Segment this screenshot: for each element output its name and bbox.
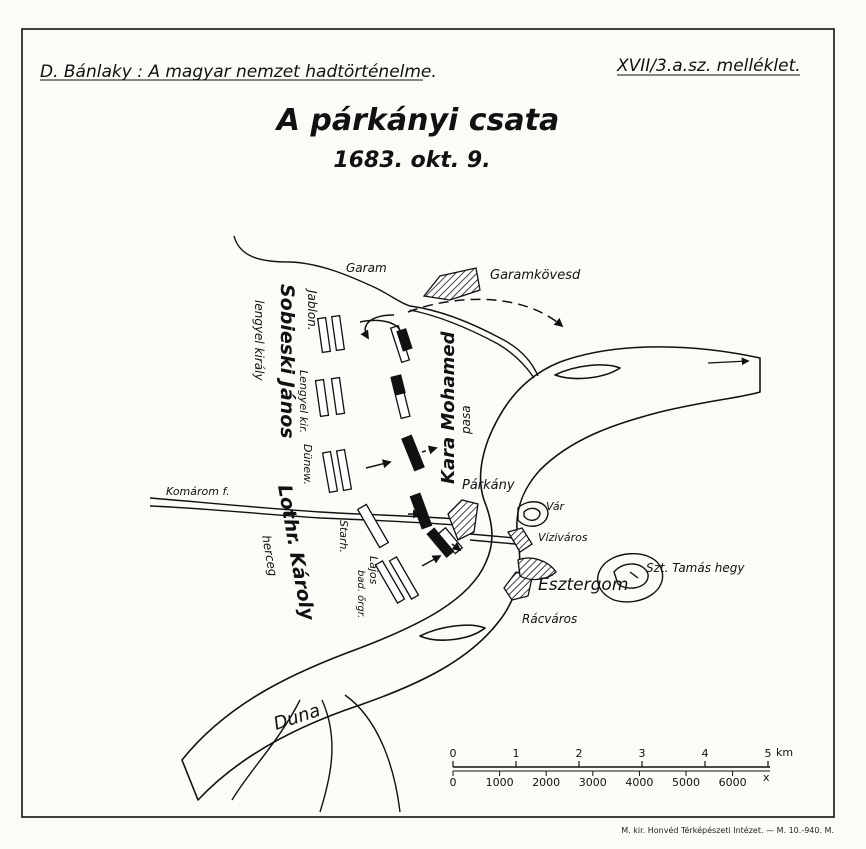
szt-tamas-summit <box>629 571 639 579</box>
map-date: 1683. okt. 9. <box>333 148 490 173</box>
lengyel-kir-label: Lengyel kir. <box>297 370 310 433</box>
garam-bank <box>409 309 535 379</box>
starh-label: Starh. <box>337 520 350 553</box>
pace-tick-label: 6000 <box>719 776 747 789</box>
szt-tamas-hill-inner <box>613 563 649 589</box>
pace-tick-label: 3000 <box>579 776 607 789</box>
km-tick-label: 2 <box>576 747 583 760</box>
pace-tick-label: 0 <box>450 776 457 789</box>
km-tick-label: 1 <box>513 747 520 760</box>
vizivaros-settlement <box>507 527 533 553</box>
szt-tamas-hill <box>596 553 664 603</box>
kara-sub-label: pasa <box>459 405 473 435</box>
dunew-label: Dünew. <box>301 444 314 485</box>
pace-unit: x <box>763 771 770 784</box>
komarom-label: Komárom f. <box>166 485 230 498</box>
var-hill <box>517 501 549 527</box>
esztergom-settlement <box>517 557 557 581</box>
km-unit: km <box>776 746 793 759</box>
pace-tick-label: 2000 <box>532 776 560 789</box>
var-hill-inner <box>523 507 541 521</box>
garamkovesd-label: Garamkövesd <box>490 268 581 283</box>
lothr-sub-label: herceg <box>259 534 280 578</box>
garam-river <box>233 235 539 377</box>
sobieski-sub-label: lengyel király <box>252 300 266 381</box>
pace-tick-label: 1000 <box>486 776 514 789</box>
km-tick-label: 0 <box>450 747 457 760</box>
garam-label: Garam <box>346 261 387 275</box>
lajos-sub-label: bad. őrgr. <box>355 570 367 618</box>
duna-branch <box>319 699 333 813</box>
kara-label: Kara Mohamed <box>438 330 459 484</box>
island <box>419 624 486 641</box>
szt-tamas-label: Szt. Tamás hegy <box>646 561 745 575</box>
racvaros-settlement <box>503 571 533 601</box>
jablon-label: Jablon. <box>305 288 319 331</box>
parkany-label: Párkány <box>462 478 515 493</box>
map-frame <box>21 28 835 818</box>
lajos-label: Lajos <box>367 556 380 585</box>
source-caption: D. Bánlaky : A magyar nemzet hadtörténel… <box>40 62 437 82</box>
imprint: M. kir. Honvéd Térképészeti Intézet. — M… <box>621 825 834 835</box>
parkany-settlement <box>447 499 479 541</box>
island <box>554 364 621 380</box>
esztergom-label: Esztergom <box>538 575 628 595</box>
km-tick-label: 4 <box>702 747 709 760</box>
scale-bar: 0 1 2 3 4 5 0 1000 2000 3000 4000 5000 6000 km x <box>450 746 794 789</box>
allied-units <box>314 314 420 604</box>
km-tick-label: 5 <box>765 747 772 760</box>
var-label: Vár <box>546 500 566 513</box>
vizivaros-label: Víziváros <box>538 531 588 544</box>
garamkovesd-settlement <box>422 267 481 301</box>
racvaros-label: Rácváros <box>522 612 577 626</box>
retreat-arrow <box>407 298 564 328</box>
pace-tick-label: 4000 <box>625 776 653 789</box>
map-title: A párkányi csata <box>275 103 559 138</box>
pace-tick-label: 5000 <box>672 776 700 789</box>
duna-river <box>181 346 761 801</box>
plate-caption: XVII/3.a.sz. melléklet. <box>616 56 801 76</box>
lothr-label: Lothr. Károly <box>273 483 319 623</box>
duna-branch <box>344 694 401 813</box>
km-tick-label: 3 <box>639 747 646 760</box>
sobieski-label: Sobieski János <box>276 284 298 439</box>
duna-branch <box>231 699 301 801</box>
